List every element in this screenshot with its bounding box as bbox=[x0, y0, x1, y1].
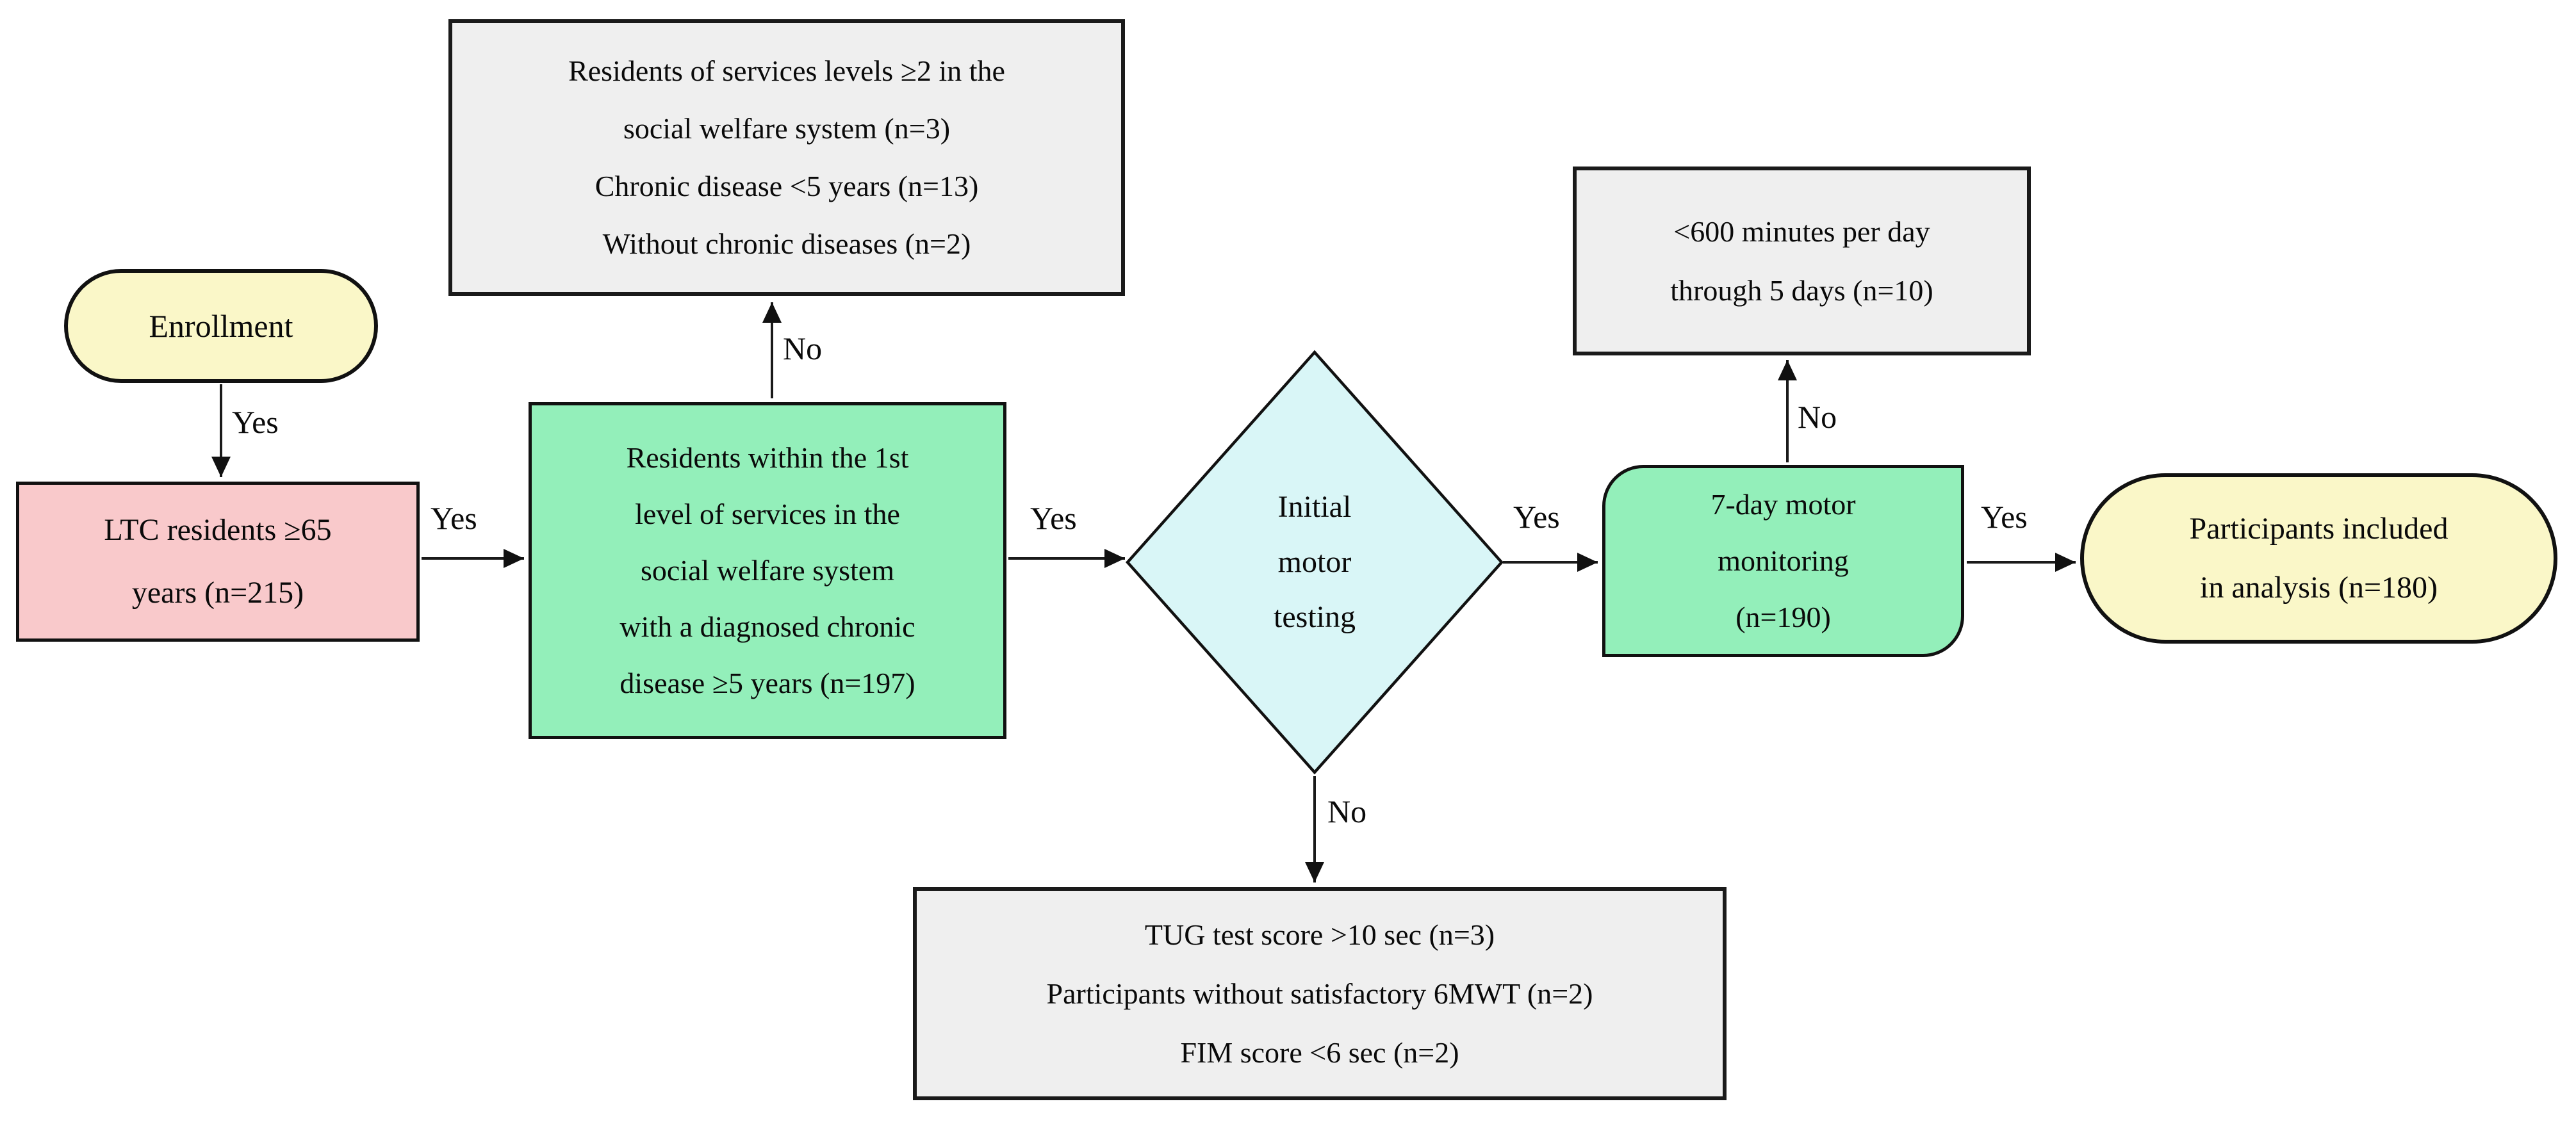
node-first-level-residents: Residents within the 1st level of servic… bbox=[529, 402, 1006, 739]
exclusion-line: Participants without satisfactory 6MWT (… bbox=[1046, 977, 1593, 1010]
edge-label-testing-yes: Yes bbox=[1513, 499, 1560, 535]
edge-label-first-level-yes: Yes bbox=[1030, 500, 1077, 536]
node-motor-monitoring: 7-day motor monitoring (n=190) bbox=[1602, 465, 1964, 657]
process-line: level of services in the bbox=[635, 498, 900, 530]
edge-label-first-level-no: No bbox=[783, 330, 823, 366]
exclusion-line: Without chronic diseases (n=2) bbox=[602, 227, 971, 260]
exclusion-line: Residents of services levels ≥2 in the bbox=[568, 54, 1005, 87]
process-line: disease ≥5 years (n=197) bbox=[619, 667, 915, 699]
terminal-line: Participants included bbox=[2189, 512, 2449, 546]
process-line: 7-day motor bbox=[1710, 488, 1856, 521]
edge-label-testing-no: No bbox=[1327, 793, 1367, 829]
node-excluded-motor-testing: TUG test score >10 sec (n=3) Participant… bbox=[913, 887, 1727, 1100]
node-ltc-residents: LTC residents ≥65 years (n=215) bbox=[16, 482, 420, 642]
exclusion-line: FIM score <6 sec (n=2) bbox=[1180, 1036, 1459, 1069]
process-line: monitoring bbox=[1718, 544, 1849, 577]
terminal-line: in analysis (n=180) bbox=[2199, 571, 2438, 605]
node-excluded-enrollment: Residents of services levels ≥2 in the s… bbox=[448, 19, 1125, 296]
node-enrollment-label: Enrollment bbox=[149, 308, 293, 344]
node-initial-motor-testing: Initial motor testing bbox=[1129, 351, 1500, 774]
process-line: (n=190) bbox=[1735, 601, 1831, 633]
process-line: Residents within the 1st bbox=[626, 441, 909, 474]
exclusion-line: through 5 days (n=10) bbox=[1670, 273, 1933, 307]
edge-label-monitoring-yes: Yes bbox=[1981, 499, 2028, 535]
edge-label-ltc-yes: Yes bbox=[431, 500, 477, 536]
node-excluded-monitoring: <600 minutes per day through 5 days (n=1… bbox=[1573, 167, 2031, 355]
process-line: with a diagnosed chronic bbox=[619, 610, 915, 643]
exclusion-line: <600 minutes per day bbox=[1673, 215, 1930, 248]
edge-label-enrollment-yes: Yes bbox=[232, 404, 279, 440]
decision-line: Initial bbox=[1277, 490, 1352, 524]
exclusion-line: social welfare system (n=3) bbox=[623, 112, 951, 145]
decision-line: motor bbox=[1277, 545, 1352, 579]
node-enrollment: Enrollment bbox=[64, 269, 378, 383]
exclusion-line: Chronic disease <5 years (n=13) bbox=[595, 170, 979, 202]
process-line: social welfare system bbox=[641, 554, 894, 587]
node-ltc-line: LTC residents ≥65 bbox=[104, 513, 332, 547]
node-included-analysis: Participants included in analysis (n=180… bbox=[2080, 473, 2557, 644]
decision-line: testing bbox=[1274, 600, 1356, 634]
edge-label-monitoring-no: No bbox=[1798, 399, 1837, 435]
exclusion-line: TUG test score >10 sec (n=3) bbox=[1144, 918, 1495, 951]
node-ltc-line: years (n=215) bbox=[131, 576, 304, 610]
